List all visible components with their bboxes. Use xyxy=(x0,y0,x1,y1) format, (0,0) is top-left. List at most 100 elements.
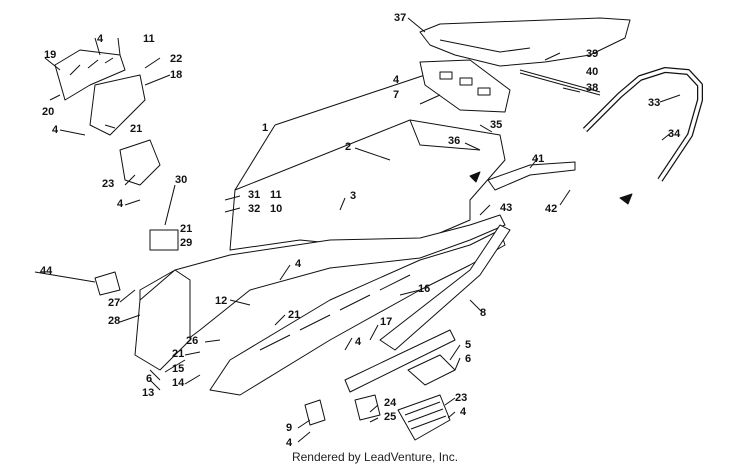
rod-38 xyxy=(519,69,601,93)
part-label-21b: 21 xyxy=(180,223,192,235)
leader-20 xyxy=(49,94,61,101)
leader-5 xyxy=(449,344,461,361)
leader-6a xyxy=(149,369,161,381)
part-label-6a: 6 xyxy=(146,373,152,385)
part-label-21d: 21 xyxy=(172,348,184,360)
part-label-23b: 23 xyxy=(455,392,467,404)
leader-27 xyxy=(119,289,136,303)
part-label-12: 12 xyxy=(215,295,227,307)
rear-cover-edge xyxy=(439,39,531,53)
footer-credit: Rendered by LeadVenture, Inc. xyxy=(291,450,459,464)
bracket-24 xyxy=(354,394,381,421)
part-label-35: 35 xyxy=(490,119,502,131)
leader-36 xyxy=(464,142,481,151)
leader-17 xyxy=(369,324,379,341)
leader-33 xyxy=(659,94,681,103)
bracket-7-slot2 xyxy=(459,77,473,86)
bracket-19 xyxy=(54,49,126,101)
leader-9 xyxy=(297,419,311,429)
leader-44 xyxy=(34,271,96,283)
leader-4b xyxy=(59,129,86,136)
leader-2 xyxy=(354,147,391,161)
leader-8 xyxy=(469,299,483,313)
leader-15 xyxy=(164,359,186,373)
part-label-43: 43 xyxy=(500,202,512,214)
part-label-14: 14 xyxy=(172,377,185,389)
part-label-26: 26 xyxy=(186,335,198,347)
leader-35 xyxy=(479,124,493,133)
part-label-8: 8 xyxy=(480,307,486,319)
step-17 xyxy=(344,329,456,393)
leader-4a xyxy=(94,37,101,56)
leader-31 xyxy=(224,195,241,201)
leader-32 xyxy=(224,207,241,213)
part-label-4e: 4 xyxy=(393,74,400,86)
leader-37 xyxy=(407,17,426,33)
bumper-33-outer xyxy=(582,67,703,182)
part-label-4g: 4 xyxy=(460,406,467,418)
plate-23a xyxy=(119,139,161,186)
part-label-10: 10 xyxy=(270,203,282,215)
part-label-4c: 4 xyxy=(117,198,124,210)
leader-34 xyxy=(661,131,673,141)
part-label-4f: 4 xyxy=(355,336,362,348)
part-label-4a: 4 xyxy=(97,33,104,45)
leader-30 xyxy=(164,184,176,226)
leader-25 xyxy=(369,417,379,423)
part-label-42: 42 xyxy=(545,203,557,215)
rear-cover-37 xyxy=(419,17,631,67)
part-label-24: 24 xyxy=(384,397,397,409)
leader-39 xyxy=(544,52,561,61)
part-label-25: 25 xyxy=(384,411,396,423)
leader-23a xyxy=(124,174,136,186)
part-label-7: 7 xyxy=(393,89,399,101)
leader-43 xyxy=(479,204,491,216)
part-label-38: 38 xyxy=(586,82,598,94)
bracket-19-holes xyxy=(69,57,114,76)
leader-14 xyxy=(184,374,201,385)
callout-line-1 xyxy=(274,69,441,126)
part-label-5: 5 xyxy=(465,339,471,351)
bracket-9 xyxy=(304,399,326,426)
leader-4h xyxy=(297,431,311,443)
leader-3 xyxy=(339,197,346,211)
arrow-center xyxy=(469,171,481,183)
leader-4f xyxy=(344,337,353,351)
leader-28 xyxy=(119,314,141,323)
leader-24 xyxy=(369,404,379,413)
part-label-9: 9 xyxy=(286,422,292,434)
leader-21c xyxy=(184,351,201,356)
front-bulkhead xyxy=(134,269,191,371)
leader-4g xyxy=(447,411,456,419)
part-label-31: 31 xyxy=(248,189,260,201)
leader-11a xyxy=(117,37,121,56)
part-label-44: 44 xyxy=(40,265,53,277)
part-label-4h: 4 xyxy=(286,437,293,449)
leader-19 xyxy=(44,57,61,71)
rod-38b xyxy=(519,72,601,96)
part-27 xyxy=(94,271,121,296)
rail-cutouts xyxy=(259,274,411,351)
part-label-4b: 4 xyxy=(52,124,59,136)
bracket-7-slot1 xyxy=(439,71,453,80)
flap-41 xyxy=(487,161,576,191)
part-label-6b: 6 xyxy=(465,353,471,365)
leader-13 xyxy=(149,379,161,391)
part-label-37: 37 xyxy=(394,12,406,24)
callout-line-1b xyxy=(234,124,276,191)
part-label-20: 20 xyxy=(42,106,54,118)
bracket-7 xyxy=(419,59,511,113)
arrow-right xyxy=(619,193,633,205)
part-label-16: 16 xyxy=(418,283,430,295)
part-label-21a: 21 xyxy=(130,123,142,135)
part-label-30: 30 xyxy=(175,174,187,186)
part-label-4d: 4 xyxy=(295,258,302,270)
leader-22 xyxy=(144,57,161,69)
plate-23b-lines xyxy=(404,401,447,430)
leader-21b xyxy=(274,314,286,326)
leader-23b xyxy=(444,397,456,406)
part-label-33: 33 xyxy=(648,97,660,109)
part-label-2: 2 xyxy=(345,141,351,153)
